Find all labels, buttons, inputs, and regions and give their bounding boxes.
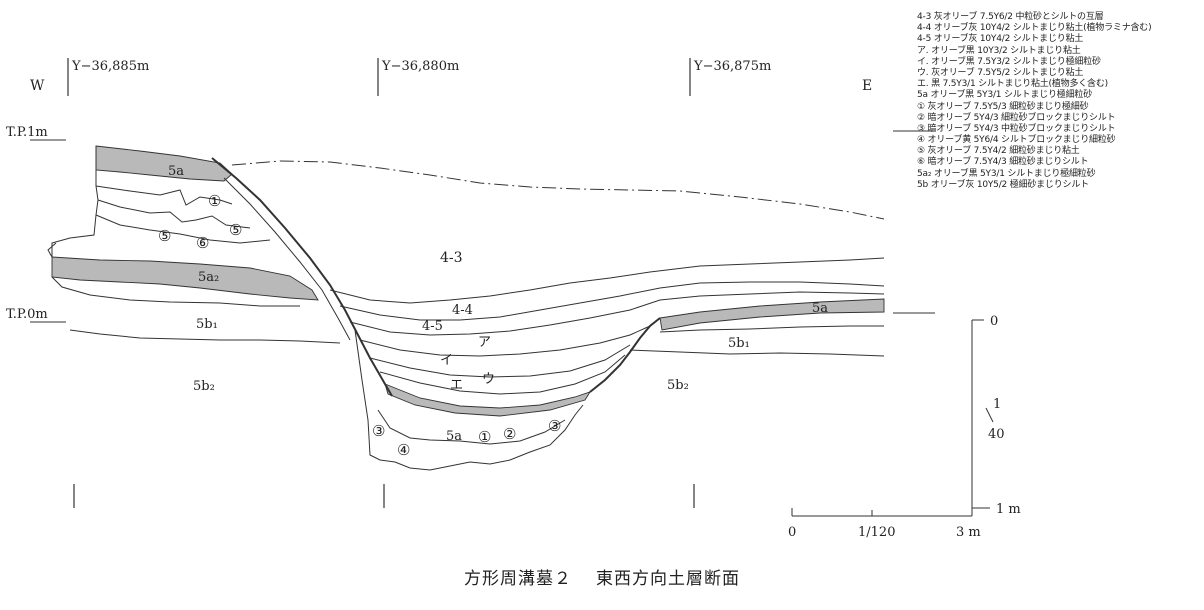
- legend-item: ④ オリーブ黄 5Y6/4 シルトブロックまじり細粒砂: [917, 135, 1116, 146]
- layer-a-line: [359, 325, 651, 357]
- layer-i-line: [369, 344, 631, 378]
- label-u: ウ: [482, 372, 495, 387]
- label-2-pit: ②: [503, 425, 516, 443]
- vertical-scale-ratio-bar: [985, 407, 994, 423]
- horizontal-scale-three-m: 3 m: [956, 525, 981, 540]
- legend-item: ① 灰オリーブ 7.5Y5/3 細粒砂まじり極細砂: [917, 101, 1089, 112]
- legend: 4-3 灰オリーブ 7.5Y6/2 中粒砂とシルトの互層 4-4 オリーブ灰 1…: [917, 12, 1202, 191]
- legend-item: ② 暗オリーブ 5Y4/3 細粒砂ブロックまじりシルト: [917, 112, 1116, 123]
- label-3-pit-east: ③: [548, 417, 561, 435]
- label-1-west: ①: [208, 192, 221, 210]
- label-5-west-b: ⑤: [229, 221, 242, 239]
- west-contact-tail: [47, 242, 300, 307]
- layer-5b1-5b2-west-line: [69, 329, 341, 344]
- elevation-tp-0m: T.P.0m: [6, 307, 48, 322]
- layer-5a2-band: [51, 256, 319, 301]
- horizontal-scale: [791, 508, 973, 517]
- legend-item: 5a オリーブ黒 5Y3/1 シルトまじり極細粒砂: [917, 90, 1092, 101]
- label-4-4: 4-4: [452, 303, 473, 318]
- label-5b1-west: 5b₁: [196, 317, 218, 332]
- legend-item: エ. 黒 7.5Y3/1 シルトまじり粘土(植物多く含む): [917, 79, 1108, 90]
- label-6-west: ⑥: [196, 234, 209, 252]
- layer-5a-upper-band: [95, 145, 233, 182]
- horizontal-scale-zero: 0: [788, 525, 796, 540]
- pit-wall-east: [589, 317, 661, 393]
- layer-4-3-bottom-line: [329, 257, 885, 304]
- caption-title: 東西方向土層断面: [596, 569, 740, 589]
- caption-feature: 方形周溝墓２: [464, 569, 572, 589]
- label-5a-pit: 5a: [446, 429, 462, 444]
- layer-boundaries: [47, 146, 885, 471]
- grid-markers: [67, 58, 695, 508]
- label-5-west-a: ⑤: [158, 227, 171, 245]
- elevation-tp-1m: T.P.1m: [6, 125, 48, 140]
- legend-item: イ. オリーブ黒 7.5Y3/2 シルトまじり極細粒砂: [917, 56, 1101, 67]
- grid-label-y885: Y−36,885m: [71, 59, 149, 74]
- west-layer-5-line: [97, 199, 251, 229]
- layer-u-line: [379, 354, 626, 395]
- west-layer-6-line: [95, 214, 271, 244]
- layer-5a-east-band: [659, 298, 885, 331]
- grid-label-y880: Y−36,880m: [381, 59, 459, 74]
- pit-wall-west-inner: [223, 177, 351, 341]
- west-layer-1-line: [95, 185, 233, 206]
- pit-bottom-inner: [377, 409, 566, 445]
- layer-5b1-5b2-east-line: [629, 349, 885, 357]
- label-1-pit: ①: [478, 428, 491, 446]
- vertical-scale-zero: 0: [990, 314, 998, 329]
- layer-4-3-top-line: [231, 160, 885, 220]
- label-4-3: 4-3: [440, 250, 463, 266]
- legend-item: 4-3 灰オリーブ 7.5Y6/2 中粒砂とシルトの互層: [917, 12, 1104, 22]
- legend-item: ⑤ 灰オリーブ 7.5Y4/2 細粒砂まじり粘土: [917, 146, 1080, 157]
- direction-east: E: [862, 78, 872, 94]
- legend-item: 5a₂ オリーブ黒 5Y3/1 シルトまじり極細粒砂: [917, 168, 1096, 179]
- legend-item: ウ. 灰オリーブ 7.5Y5/2 シルトまじり粘土: [917, 67, 1084, 78]
- label-5a-east: 5a: [812, 301, 828, 316]
- horizontal-scale-ratio: 1/120: [858, 525, 895, 540]
- pit-wall-west: [211, 157, 393, 397]
- vertical-scale-ratio-den: 40: [988, 427, 1005, 442]
- legend-item: ⑥ 暗オリーブ 7.5Y4/3 細粒砂まじりシルト: [917, 157, 1089, 168]
- label-5b1-east: 5b₁: [728, 336, 750, 351]
- legend-item: 4-5 オリーブ灰 10Y4/2 シルトまじり粘土: [917, 34, 1084, 45]
- label-a: ア: [478, 335, 491, 350]
- vertical-scale-one-m: 1 m: [996, 502, 1021, 517]
- label-5a-upper: 5a: [168, 164, 184, 179]
- vertical-scale-ratio-num: 1: [993, 397, 1001, 412]
- vertical-scale: [971, 319, 994, 509]
- layer-5a-pit-band: [384, 383, 592, 417]
- legend-item: ③ 暗オリーブ 5Y4/3 中粒砂ブロックまじりシルト: [917, 123, 1116, 134]
- shaded-layers: [51, 145, 885, 417]
- grid-label-y875: Y−36,875m: [693, 59, 771, 74]
- layer-4-5-line: [349, 291, 885, 336]
- west-block-outline: [51, 146, 99, 257]
- legend-item: 4-4 オリーブ灰 10Y4/2 シルトまじり粘土(植物ラミナ含む): [917, 23, 1152, 34]
- figure-caption: 方形周溝墓２ 東西方向土層断面: [0, 564, 1204, 589]
- pit-bottom-outline: [354, 329, 584, 471]
- label-i: イ: [440, 353, 453, 368]
- label-4-5: 4-5: [422, 319, 443, 334]
- layer-labels: 5a ① ⑤ ⑥ ⑤ 4-3 5a₂ 4-4 4-5 ア イ エ ウ 5b₁ 5…: [158, 164, 828, 459]
- direction-west: W: [30, 78, 45, 94]
- label-3-pit-west: ③: [372, 422, 385, 440]
- label-5a2: 5a₂: [198, 270, 219, 285]
- legend-item: ア. オリーブ黒 10Y3/2 シルトまじり粘土: [917, 45, 1081, 56]
- label-e: エ: [450, 378, 463, 393]
- label-4-pit: ④: [397, 441, 410, 459]
- east-5b-top-line: [659, 325, 884, 333]
- layer-4-4-line: [339, 281, 885, 321]
- legend-item: 5b オリーブ灰 10Y5/2 極細砂まじりシルト: [917, 179, 1089, 190]
- label-5b2-west: 5b₂: [193, 379, 215, 394]
- label-5b2-east: 5b₂: [667, 378, 689, 393]
